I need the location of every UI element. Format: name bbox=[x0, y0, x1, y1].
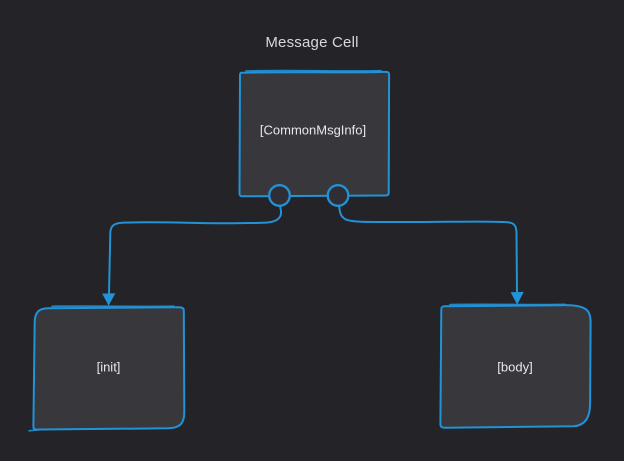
edge-root-to-init-line bbox=[108, 204, 283, 295]
port-right-circle bbox=[326, 184, 350, 207]
node-init: [init] bbox=[28, 305, 186, 432]
node-init-label: [init] bbox=[97, 360, 121, 375]
edge-root-to-body-line bbox=[338, 204, 518, 294]
node-init-shape bbox=[32, 306, 186, 431]
edge-root-to-body bbox=[338, 204, 524, 305]
sketch-overdraw-init-bottom bbox=[28, 428, 42, 432]
diagram-title: Message Cell bbox=[265, 34, 358, 51]
arrowhead-body-icon bbox=[510, 291, 524, 305]
node-body-shape bbox=[439, 304, 592, 429]
node-body-label: [body] bbox=[497, 360, 532, 375]
arrowhead-init-icon bbox=[102, 293, 116, 306]
edge-root-to-init bbox=[102, 204, 283, 306]
port-left-circle bbox=[268, 184, 291, 207]
node-body: [body] bbox=[439, 303, 592, 429]
node-commonmsginfo-label: [CommonMsgInfo] bbox=[260, 123, 366, 138]
node-commonmsginfo-shape bbox=[238, 70, 391, 198]
node-commonmsginfo: [CommonMsgInfo] bbox=[238, 69, 391, 198]
